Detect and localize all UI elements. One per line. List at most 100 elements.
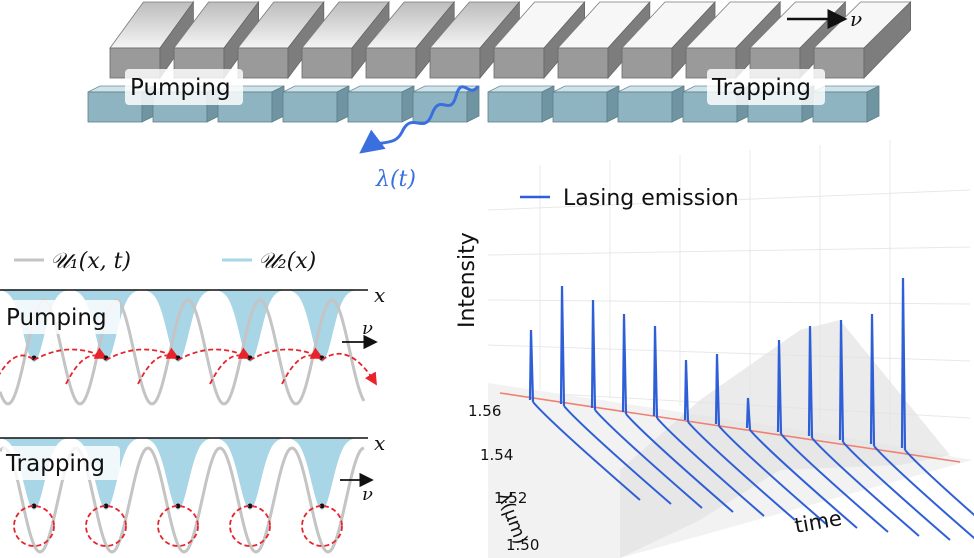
grey-waveguide-front	[429, 47, 481, 79]
lasing-series-line	[683, 359, 796, 521]
lasing-trace	[532, 401, 641, 501]
lasing-series-line	[621, 313, 734, 513]
blue-waveguide	[552, 85, 620, 123]
legend-u1-label: 𝒰₁(x, t)	[50, 249, 131, 274]
pumping-tag-box-top	[125, 69, 243, 105]
blue-waveguide-side	[336, 85, 350, 123]
hop-arrow	[33, 347, 108, 361]
lasing-peak	[714, 353, 721, 427]
chart-y-ticks: 1.561.541.521.50	[468, 402, 539, 554]
lasing-trace	[656, 417, 765, 517]
grey-waveguide-front	[621, 47, 673, 79]
blue-waveguide	[347, 85, 415, 123]
lasing-trace	[904, 449, 974, 517]
lasing-series-line	[652, 325, 765, 517]
hop-arrow	[177, 347, 252, 361]
blue-waveguide-front	[617, 91, 673, 123]
trapping-velocity-symbol: ν	[362, 484, 373, 505]
grid-line	[487, 299, 971, 305]
trapping-tag-box-top	[707, 69, 825, 105]
blue-waveguide	[282, 85, 350, 123]
lasing-series-line	[900, 277, 974, 517]
loop-arrow	[157, 505, 199, 547]
lasing-peak	[559, 285, 566, 407]
lasing-series-line	[776, 339, 889, 533]
lasing-series-line	[714, 353, 827, 525]
lasing-peak	[652, 325, 659, 419]
grey-waveguide	[493, 0, 586, 80]
lasing-trace	[811, 437, 920, 537]
lasing-trace	[780, 433, 889, 533]
particle-dot	[31, 503, 37, 509]
emission-wave	[359, 85, 480, 154]
hop-arrow	[321, 352, 377, 386]
trapping-panel: x ν Trapping	[0, 431, 385, 554]
pumping-tag-box	[2, 300, 120, 334]
blue-waveguide-front	[552, 91, 608, 123]
lasing-peak	[528, 329, 535, 403]
lasing-series-line	[838, 319, 951, 541]
pumping-hop-arrows	[0, 347, 377, 386]
grey-waveguide-front	[301, 47, 353, 79]
grey-waveguide	[365, 0, 456, 80]
grey-waveguide-front	[557, 47, 609, 79]
blue-waveguide	[487, 85, 555, 123]
lasing-trace	[842, 441, 951, 541]
lasing-peak	[838, 319, 845, 443]
lasing-series-line	[559, 285, 672, 505]
lasing-trace	[594, 409, 703, 509]
chart-red-trace	[499, 392, 961, 463]
grey-waveguide-front	[493, 47, 545, 79]
lasing-series-line	[745, 397, 858, 529]
blue-waveguide-front	[487, 91, 543, 123]
legend-u2-label: 𝒰₂(x)	[258, 249, 316, 274]
loop-arrow	[229, 505, 271, 547]
pumping-x-symbol: x	[374, 283, 385, 307]
particle-dot	[247, 503, 253, 509]
trapping-loop-arrows	[13, 503, 343, 547]
grey-waveguide	[109, 0, 195, 80]
hop-arrow	[0, 354, 35, 376]
y-tick-label: 1.52	[494, 489, 527, 507]
pumping-velocity-symbol: ν	[362, 318, 373, 339]
pumping-panel-label: Pumping	[6, 305, 107, 331]
lasing-trace	[625, 413, 734, 513]
blue-waveguide-side	[541, 85, 555, 123]
lasing-peak	[590, 299, 597, 411]
y-tick-label: 1.54	[480, 446, 513, 464]
lasing-peak	[621, 313, 628, 415]
blue-waveguide-front	[282, 91, 338, 123]
lasing-peak	[776, 339, 783, 435]
grid-line	[487, 189, 971, 211]
lasing-series-line	[590, 299, 703, 509]
blue-waveguide-side	[671, 85, 685, 123]
lasing-trace	[687, 421, 796, 521]
blue-waveguide	[412, 85, 480, 123]
trapping-grey-potential	[0, 446, 365, 554]
loop-arrow	[85, 505, 127, 547]
lasing-peak	[869, 313, 876, 447]
lasing-series-line	[528, 329, 641, 501]
lasing-3d-chart: Lasing emission Intensity time λ(μm) 1.5…	[455, 130, 974, 558]
velocity-symbol-top: ν	[850, 7, 862, 31]
grid-line	[487, 344, 971, 362]
grey-waveguide	[301, 0, 390, 80]
hop-arrow	[281, 354, 323, 385]
blue-waveguide-side	[401, 85, 415, 123]
grey-waveguide	[429, 0, 521, 80]
pumping-label-top: Pumping	[130, 75, 231, 101]
pumping-panel: x ν Pumping	[0, 283, 385, 406]
blue-waveguide-front	[217, 91, 273, 123]
lasing-trace	[873, 445, 974, 540]
blue-waveguide-front	[412, 91, 468, 123]
lasing-series	[528, 277, 974, 541]
y-tick-label: 1.56	[468, 402, 501, 420]
blue-waveguide-side	[271, 85, 285, 123]
hop-arrow	[209, 354, 251, 385]
blue-waveguide-front	[347, 91, 403, 123]
lasing-trace	[749, 429, 858, 529]
lasing-peak	[745, 397, 752, 431]
chart-z-label: Intensity	[455, 232, 480, 328]
trapping-panel-label: Trapping	[5, 451, 105, 477]
hop-arrow	[65, 354, 107, 385]
